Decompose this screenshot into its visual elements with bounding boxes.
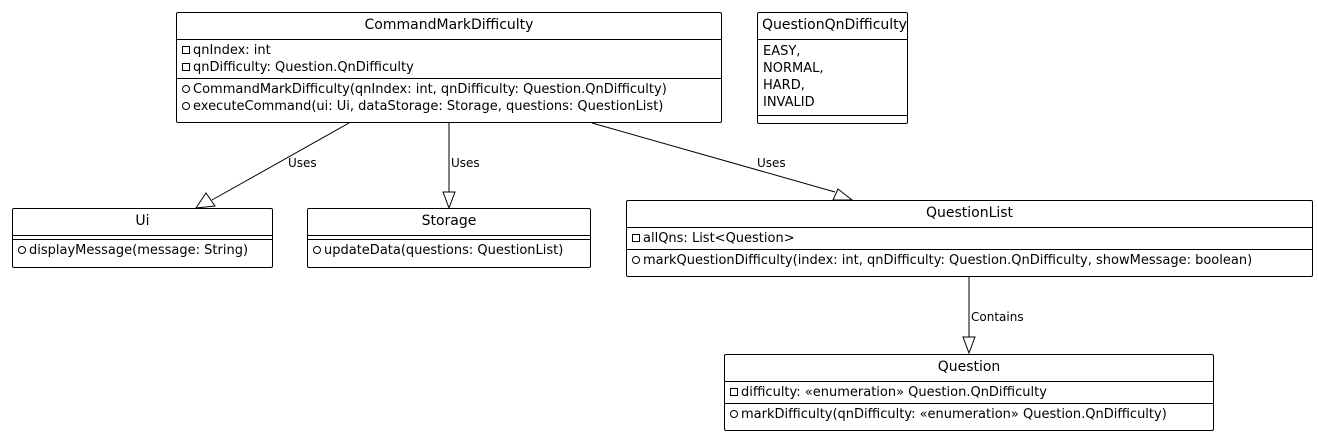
methods-section: markDifficulty(qnDifficulty: «enumeratio… [725,404,1213,425]
method-row: markQuestionDifficulty(index: int, qnDif… [632,252,1312,269]
class-question: Question difficulty: «enumeration» Quest… [724,354,1214,431]
public-icon [182,85,190,93]
private-icon [632,234,640,242]
method-row: markDifficulty(qnDifficulty: «enumeratio… [730,406,1213,423]
class-title: Question [725,355,1213,382]
method-row: CommandMarkDifficulty(qnIndex: int, qnDi… [182,81,721,98]
methods-section: CommandMarkDifficulty(qnIndex: int, qnDi… [177,79,721,117]
attribute-row: allQns: List<Question> [632,230,1312,247]
class-title: QuestionQnDifficulty [758,13,907,40]
edge-label-command-ui: Uses [288,156,317,170]
attributes-section: qnIndex: int qnDifficulty: Question.QnDi… [177,40,721,79]
public-icon [182,102,190,110]
methods-section: updateData(questions: QuestionList) [308,240,590,261]
arrowhead-questionlist [832,188,854,201]
empty-section [758,116,907,119]
private-icon [182,46,190,54]
public-icon [632,256,640,264]
class-questionlist: QuestionList allQns: List<Question> mark… [626,200,1313,277]
enum-value: EASY, [763,44,801,59]
attributes-section [308,236,590,240]
class-ui: Ui displayMessage(message: String) [12,208,273,268]
arrowhead-storage [442,191,456,210]
edge-label-command-questionlist: Uses [757,156,786,170]
methods-section: markQuestionDifficulty(index: int, qnDif… [627,250,1312,271]
class-title: Storage [308,209,590,236]
private-icon [182,63,190,71]
attribute-row: difficulty: «enumeration» Question.QnDif… [730,384,1213,401]
edge-command-to-ui [211,122,350,201]
enum-values-section: EASY, NORMAL, HARD, INVALID [758,40,907,116]
edge-command-to-questionlist [591,122,836,193]
methods-section: displayMessage(message: String) [13,240,272,261]
enum-value: INVALID [763,95,815,110]
public-icon [730,410,738,418]
attributes-section [13,236,272,240]
class-storage: Storage updateData(questions: QuestionLi… [307,208,591,268]
method-row: updateData(questions: QuestionList) [313,242,590,259]
class-questionqndifficulty: QuestionQnDifficulty EASY, NORMAL, HARD,… [757,12,908,124]
class-commandmarkdifficulty: CommandMarkDifficulty qnIndex: int qnDif… [176,12,722,123]
method-row: displayMessage(message: String) [18,242,272,259]
enum-value: HARD, [763,78,805,93]
attributes-section: allQns: List<Question> [627,228,1312,250]
class-title: CommandMarkDifficulty [177,13,721,40]
method-row: executeCommand(ui: Ui, dataStorage: Stor… [182,98,721,115]
attribute-row: qnIndex: int [182,42,721,59]
arrowhead-question [962,336,976,355]
public-icon [313,246,321,254]
public-icon [18,246,26,254]
class-title: Ui [13,209,272,236]
private-icon [730,388,738,396]
attributes-section: difficulty: «enumeration» Question.QnDif… [725,382,1213,404]
edge-label-questionlist-question: Contains [971,310,1024,324]
edge-label-command-storage: Uses [451,156,480,170]
class-title: QuestionList [627,201,1312,228]
attribute-row: qnDifficulty: Question.QnDifficulty [182,59,721,76]
arrowhead-ui [194,192,216,209]
enum-value: NORMAL, [763,61,824,76]
